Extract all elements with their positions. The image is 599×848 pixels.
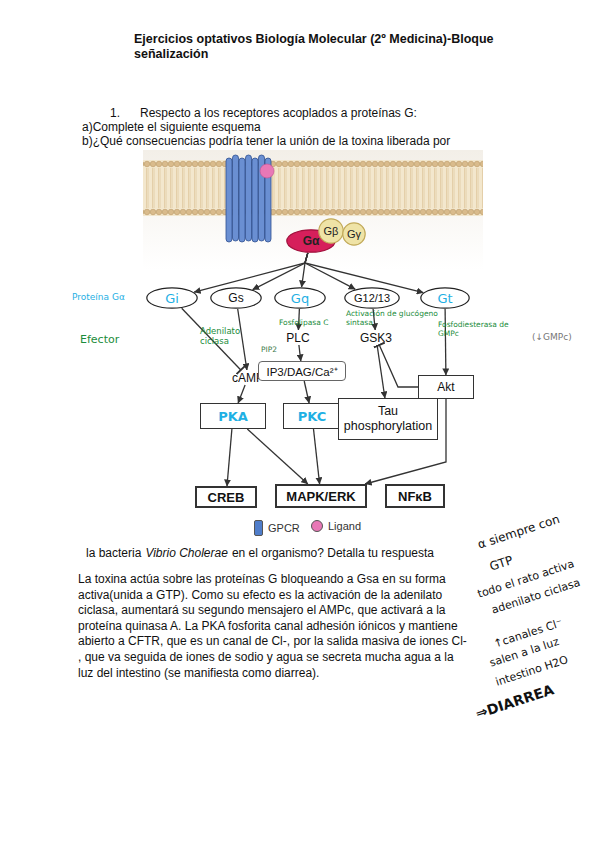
node-text: G12/13 — [354, 292, 390, 304]
arrow-connector — [305, 253, 355, 289]
item-number: 1. — [110, 106, 120, 120]
question-line: la bacteria Vibrio Cholerae en el organism… — [86, 543, 438, 561]
helix — [239, 158, 245, 242]
handwritten-note: α siempre con — [476, 512, 562, 552]
arrow-connector — [227, 429, 232, 486]
handwritten-note: Efector — [80, 333, 119, 346]
arrow-connector — [238, 309, 247, 370]
process-box: Akt — [418, 375, 474, 399]
question-text: a)Complete el siguiente esquema — [82, 120, 261, 134]
node-text: PKC — [298, 409, 327, 424]
oval-shape — [343, 223, 365, 245]
g-protein-oval: Gi — [146, 287, 198, 309]
g-protein-oval: G12/13 — [344, 287, 400, 309]
helix — [246, 155, 252, 241]
figure-background — [143, 150, 483, 270]
legend-swatch — [311, 520, 323, 532]
arrow-connector — [304, 381, 309, 403]
node-text: PLC — [286, 331, 309, 345]
arrow-connector — [365, 399, 446, 484]
legend-swatch — [254, 520, 263, 536]
node-text: Gβ — [324, 225, 339, 237]
messenger-box: IP3/DAG/Ca²⁺ — [258, 361, 346, 381]
node-text: Tau phosphorylation — [339, 404, 437, 434]
g-protein-oval: Gt — [420, 287, 470, 309]
helix — [252, 158, 258, 242]
helix — [226, 158, 232, 242]
node-text: IP3/DAG/Ca²⁺ — [266, 364, 337, 379]
node-text: CREB — [208, 490, 245, 505]
g-protein-oval: Gq — [274, 287, 326, 309]
node-text: NFκB — [398, 489, 432, 504]
effector-text: PLC — [283, 330, 313, 345]
g-beta-subunit: Gβ — [318, 218, 344, 244]
oval-shape — [345, 288, 399, 308]
handwritten-note: ⇒DIARREA — [474, 681, 556, 721]
handwritten-note: GTP — [488, 553, 515, 574]
page-title: Ejercicios optativos Biología Molecular … — [134, 32, 549, 62]
membrane-heads-top — [143, 160, 483, 168]
handwritten-note: (↓GMPc) — [532, 332, 572, 342]
arrow-connector — [373, 309, 375, 330]
node-text: Gα — [303, 234, 320, 248]
handwritten-note: PIP2 — [261, 345, 277, 354]
node-text: GSK3 — [360, 331, 392, 345]
oval-shape — [211, 288, 261, 308]
kinase-box: PKA — [200, 403, 266, 429]
node-text: Gγ — [347, 228, 361, 240]
target-box: CREB — [195, 486, 257, 508]
node-text: Gs — [228, 291, 243, 305]
answer-paragraph: La toxina actúa sobre las proteínas G bl… — [78, 572, 470, 681]
question-text: b)¿Qué consecuencias podría tener la uni… — [82, 134, 450, 148]
inhibition-connector — [182, 308, 241, 370]
oval-shape — [421, 288, 469, 308]
arrow-connector — [253, 253, 308, 290]
node-text: Gi — [165, 291, 179, 306]
arrow-connector — [314, 429, 320, 484]
target-box: MAPK/ERK — [275, 484, 367, 508]
question-text: la bacteria — [86, 546, 141, 560]
arrow-connector — [194, 253, 308, 292]
arrow-connector — [298, 309, 299, 330]
g-gamma-subunit: Gγ — [342, 222, 366, 246]
species-name: Vibrio Cholerae — [145, 546, 228, 560]
membrane-heads-bottom — [143, 208, 483, 216]
handwritten-note: Fosfodiesterasa de GMPc — [438, 321, 530, 338]
arrow-connector — [377, 345, 385, 398]
oval-shape — [147, 288, 197, 308]
node-text: MAPK/ERK — [286, 489, 355, 504]
node-text: Gt — [437, 291, 452, 306]
membrane-core — [143, 160, 483, 216]
arrow-connector — [247, 429, 307, 484]
g-protein-oval: Gs — [210, 287, 262, 309]
question-text: en el organismo? Detalla tu respuesta — [232, 546, 434, 560]
handwritten-note: Proteína Gα — [72, 292, 125, 302]
legend-item: GPCR — [254, 520, 300, 536]
arrow-connector — [444, 309, 446, 375]
legend-text: Ligand — [328, 520, 361, 532]
legend-text: GPCR — [268, 522, 300, 534]
handwritten-note: Fosfolipasa C — [279, 318, 328, 327]
inhibition-connector — [379, 345, 418, 387]
handwritten-note: Activación de glucógeno sintasa — [346, 310, 450, 327]
effector-text: GSK3 — [356, 330, 396, 345]
oval-shape — [275, 288, 325, 308]
membrane-tails — [143, 168, 483, 208]
legend-item: Ligand — [311, 520, 361, 532]
helix — [233, 155, 239, 241]
node-text: Gq — [291, 291, 309, 306]
arrow-connector — [305, 253, 423, 293]
arrow-connector — [299, 345, 301, 361]
handwritten-note: Adenilato ciclasa — [200, 327, 258, 347]
node-text: Akt — [437, 380, 454, 394]
arrow-connector — [238, 385, 245, 403]
ligand-symbol — [260, 164, 274, 178]
oval-shape — [319, 219, 343, 243]
target-box: NFκB — [385, 484, 445, 508]
process-box: Tau phosphorylation — [338, 398, 438, 440]
node-text: PKA — [218, 409, 248, 424]
question-text: Respecto a los receptores acoplados a pr… — [140, 106, 417, 120]
kinase-box: PKC — [283, 403, 341, 429]
